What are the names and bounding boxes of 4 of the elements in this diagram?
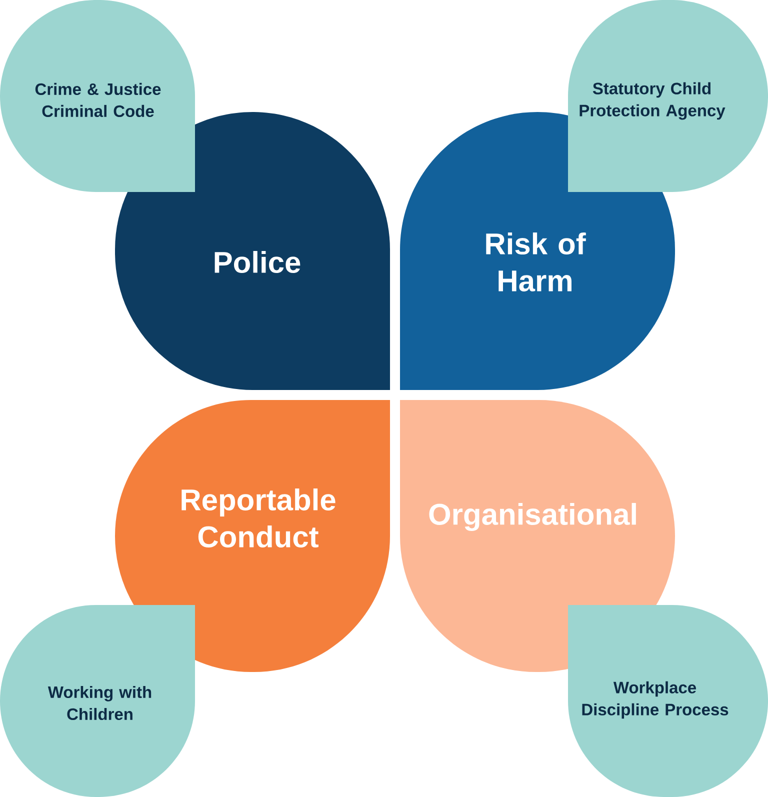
speech-bubble: Workplace Discipline Process — [568, 605, 768, 797]
speech-bubble: Statutory Child Protection Agency — [568, 0, 768, 192]
speech-bubble: Crime & Justice Criminal Code — [0, 0, 195, 192]
speech-bubble: Working with Children — [0, 605, 195, 797]
